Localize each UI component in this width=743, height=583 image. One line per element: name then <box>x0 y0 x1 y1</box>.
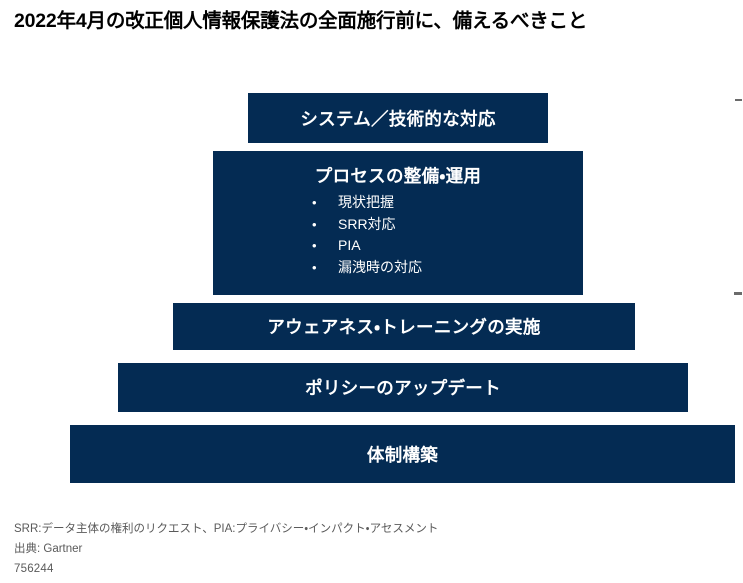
page-edge-mark-icon <box>735 99 742 101</box>
bullet-dot-icon: • <box>312 259 317 275</box>
footnote-block: SRR:データ主体の権利のリクエスト、PIA:プライバシー・インパクト・アセスメ… <box>14 519 714 579</box>
list-item-label: 現状把握 <box>338 194 394 210</box>
pyramid-layer-4: ポリシーのアップデート <box>118 363 688 412</box>
list-item-label: SRR対応 <box>338 215 396 232</box>
pyramid-layer-1-label: システム／技術的な対応 <box>300 108 496 129</box>
pyramid-layer-1: システム／技術的な対応 <box>248 93 548 143</box>
page-edge-mark-icon <box>734 292 742 295</box>
bullet-dot-icon: • <box>312 216 317 232</box>
list-item: • 漏洩時の対応 <box>213 257 583 279</box>
bullet-dot-icon: • <box>312 195 317 210</box>
page-title: 2022年4月の改正個人情報保護法の全面施行前に、備えるべきこと <box>14 10 588 32</box>
pyramid-layer-2-label: プロセスの整備・運用 <box>314 166 482 186</box>
pyramid-layer-2: プロセスの整備・運用 • 現状把握 • SRR対応 • PIA • 漏洩時の対応 <box>213 151 583 295</box>
pyramid-diagram: システム／技術的な対応 プロセスの整備・運用 • 現状把握 • SRR対応 • … <box>70 93 735 483</box>
list-item: • SRR対応 <box>213 214 583 236</box>
bullet-dot-icon: • <box>312 238 317 253</box>
pyramid-layer-4-label: ポリシーのアップデート <box>305 378 501 398</box>
pyramid-layer-2-bullet-list: • 現状把握 • SRR対応 • PIA • 漏洩時の対応 <box>213 192 583 278</box>
list-item-label: 漏洩時の対応 <box>338 258 422 275</box>
pyramid-layer-5: 体制構築 <box>70 425 735 483</box>
pyramid-layer-3-label: アウェアネス・トレーニングの実施 <box>267 317 541 337</box>
footnote-source: 出典: Gartner <box>14 543 83 555</box>
list-item: • PIA <box>213 235 583 257</box>
pyramid-layer-5-label: 体制構築 <box>366 444 439 465</box>
list-item: • 現状把握 <box>213 192 583 214</box>
footnote-abbreviations: SRR:データ主体の権利のリクエスト、PIA:プライバシー・インパクト・アセスメ… <box>14 523 439 535</box>
list-item-label: PIA <box>338 237 361 253</box>
footnote-document-id: 756244 <box>14 563 54 575</box>
pyramid-layer-3: アウェアネス・トレーニングの実施 <box>173 303 635 350</box>
